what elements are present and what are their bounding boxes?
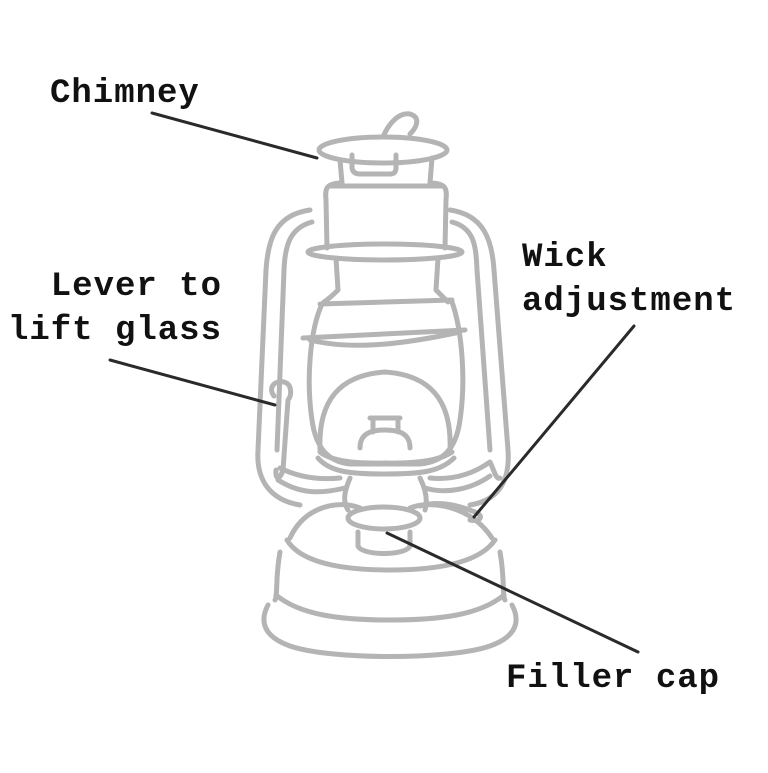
frame-left-tube-inner	[274, 219, 315, 453]
globe-glass	[306, 299, 466, 467]
filler-cap-top	[345, 504, 423, 532]
fount-body	[272, 549, 508, 603]
chimney-body	[323, 180, 449, 251]
filler-cap-body	[355, 529, 413, 556]
fount-neck	[342, 475, 429, 513]
fount-band-1	[284, 537, 498, 573]
burner-dome	[317, 369, 453, 453]
fount-band-2	[273, 592, 507, 623]
chimney-leader-line	[150, 111, 319, 160]
globe-guard-wire	[300, 327, 468, 348]
wick-leader-line	[472, 324, 636, 519]
label-filler-cap: Filler cap	[506, 660, 721, 698]
globe-top-rim	[305, 241, 465, 263]
label-lever-to-lift-glass: Lever to lift glass	[7, 268, 222, 350]
frame-left-tube	[255, 207, 313, 508]
lever-hook	[269, 379, 294, 480]
lever-leader-line	[108, 358, 277, 407]
burner-plate	[315, 449, 457, 477]
burner-knob	[357, 415, 413, 451]
left-bracket	[275, 465, 348, 495]
chimney-vent	[349, 152, 399, 177]
chimney-rim	[316, 134, 450, 166]
lantern-drawing	[255, 111, 519, 659]
label-wick-adjustment: Wick adjustment	[522, 239, 737, 321]
chimney-neck	[337, 155, 435, 186]
fount-base	[261, 602, 519, 659]
filler-leader-line	[385, 531, 640, 654]
globe-upper	[317, 255, 455, 307]
frame-right-tube-inner	[449, 219, 493, 453]
label-chimney: Chimney	[50, 75, 200, 113]
chimney-top-tab	[380, 111, 420, 140]
fount-dome	[287, 502, 495, 541]
right-bracket	[422, 459, 503, 494]
